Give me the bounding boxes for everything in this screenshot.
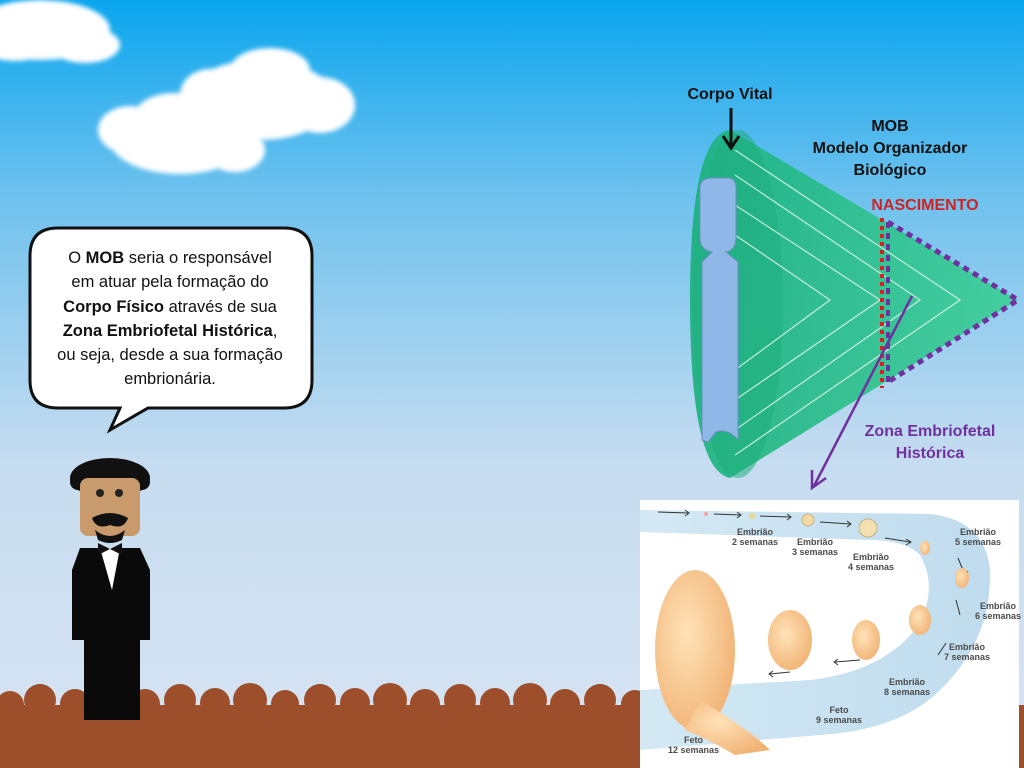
stage-name: Feto — [829, 705, 849, 715]
embryo-development-image — [640, 500, 1019, 768]
ground — [0, 683, 1024, 768]
bubble-corpo-fisico-bold: Corpo Físico — [63, 297, 164, 316]
stage-name: Embrião — [737, 527, 774, 537]
stage-period: 9 semanas — [816, 715, 863, 725]
stage-period: 4 semanas — [848, 562, 895, 572]
stage-name: Embrião — [980, 601, 1017, 611]
bubble-line-4-b: , — [272, 321, 278, 340]
stage-period: 6 semanas — [975, 611, 1022, 621]
mob-line-2: Modelo Organizador — [812, 140, 968, 157]
stage-period: 5 semanas — [955, 537, 1002, 547]
stage-period: 8 semanas — [884, 687, 931, 697]
zona-embriofetal-label: Zona Embriofetal Histórica — [845, 421, 1015, 465]
stage-name: Feto — [684, 735, 704, 745]
bubble-line-3-b: através de sua — [164, 297, 277, 316]
stage-period: 3 semanas — [792, 547, 839, 557]
stage-name: Embrião — [949, 642, 986, 652]
cone-diagram — [690, 108, 1023, 491]
stage-name: Embrião — [797, 537, 834, 547]
stage-period: 2 semanas — [732, 537, 779, 547]
speech-bubble-shape — [28, 226, 314, 434]
cloud-top-left — [0, 0, 120, 63]
nascimento-label: NASCIMENTO — [871, 197, 979, 214]
cloud-lower — [98, 93, 265, 174]
mob-title: MOB — [871, 118, 909, 135]
bubble-line-1-a: O — [68, 249, 86, 267]
corpo-vital-label: Corpo Vital — [687, 86, 773, 103]
stage-name: Embrião — [960, 527, 997, 537]
mob-line-3: Biológico — [853, 162, 927, 179]
stage-period: 12 semanas — [668, 745, 720, 755]
stage-period: 7 semanas — [944, 652, 991, 662]
bubble-line-2: em atuar pela formação do — [71, 273, 269, 292]
bubble-line-5: ou seja, desde a sua formação — [57, 346, 283, 365]
speech-bubble-text: O MOB seria o responsável em atuar pela … — [40, 246, 300, 392]
bubble-zona-bold: Zona Embriofetal Histórica — [62, 321, 273, 340]
zona-line-2: Histórica — [895, 445, 965, 462]
stage-name: Embrião — [853, 552, 890, 562]
bubble-line-3: Corpo Físico através de sua — [40, 295, 300, 319]
bubble-line-1: O MOB seria o responsável — [40, 246, 300, 270]
bubble-line-1-c: seria o responsável — [124, 249, 272, 267]
bubble-line-6: embrionária. — [124, 370, 216, 389]
zona-line-1: Zona Embriofetal — [864, 423, 996, 440]
bubble-line-4: Zona Embriofetal Histórica, — [40, 319, 300, 343]
mob-label: MOB Modelo Organizador Biológico — [790, 116, 990, 182]
character-figure — [70, 458, 150, 720]
bubble-mob-bold: MOB — [85, 249, 125, 267]
stage-name: Embrião — [889, 677, 926, 687]
embryo-development-drawing — [640, 509, 991, 755]
